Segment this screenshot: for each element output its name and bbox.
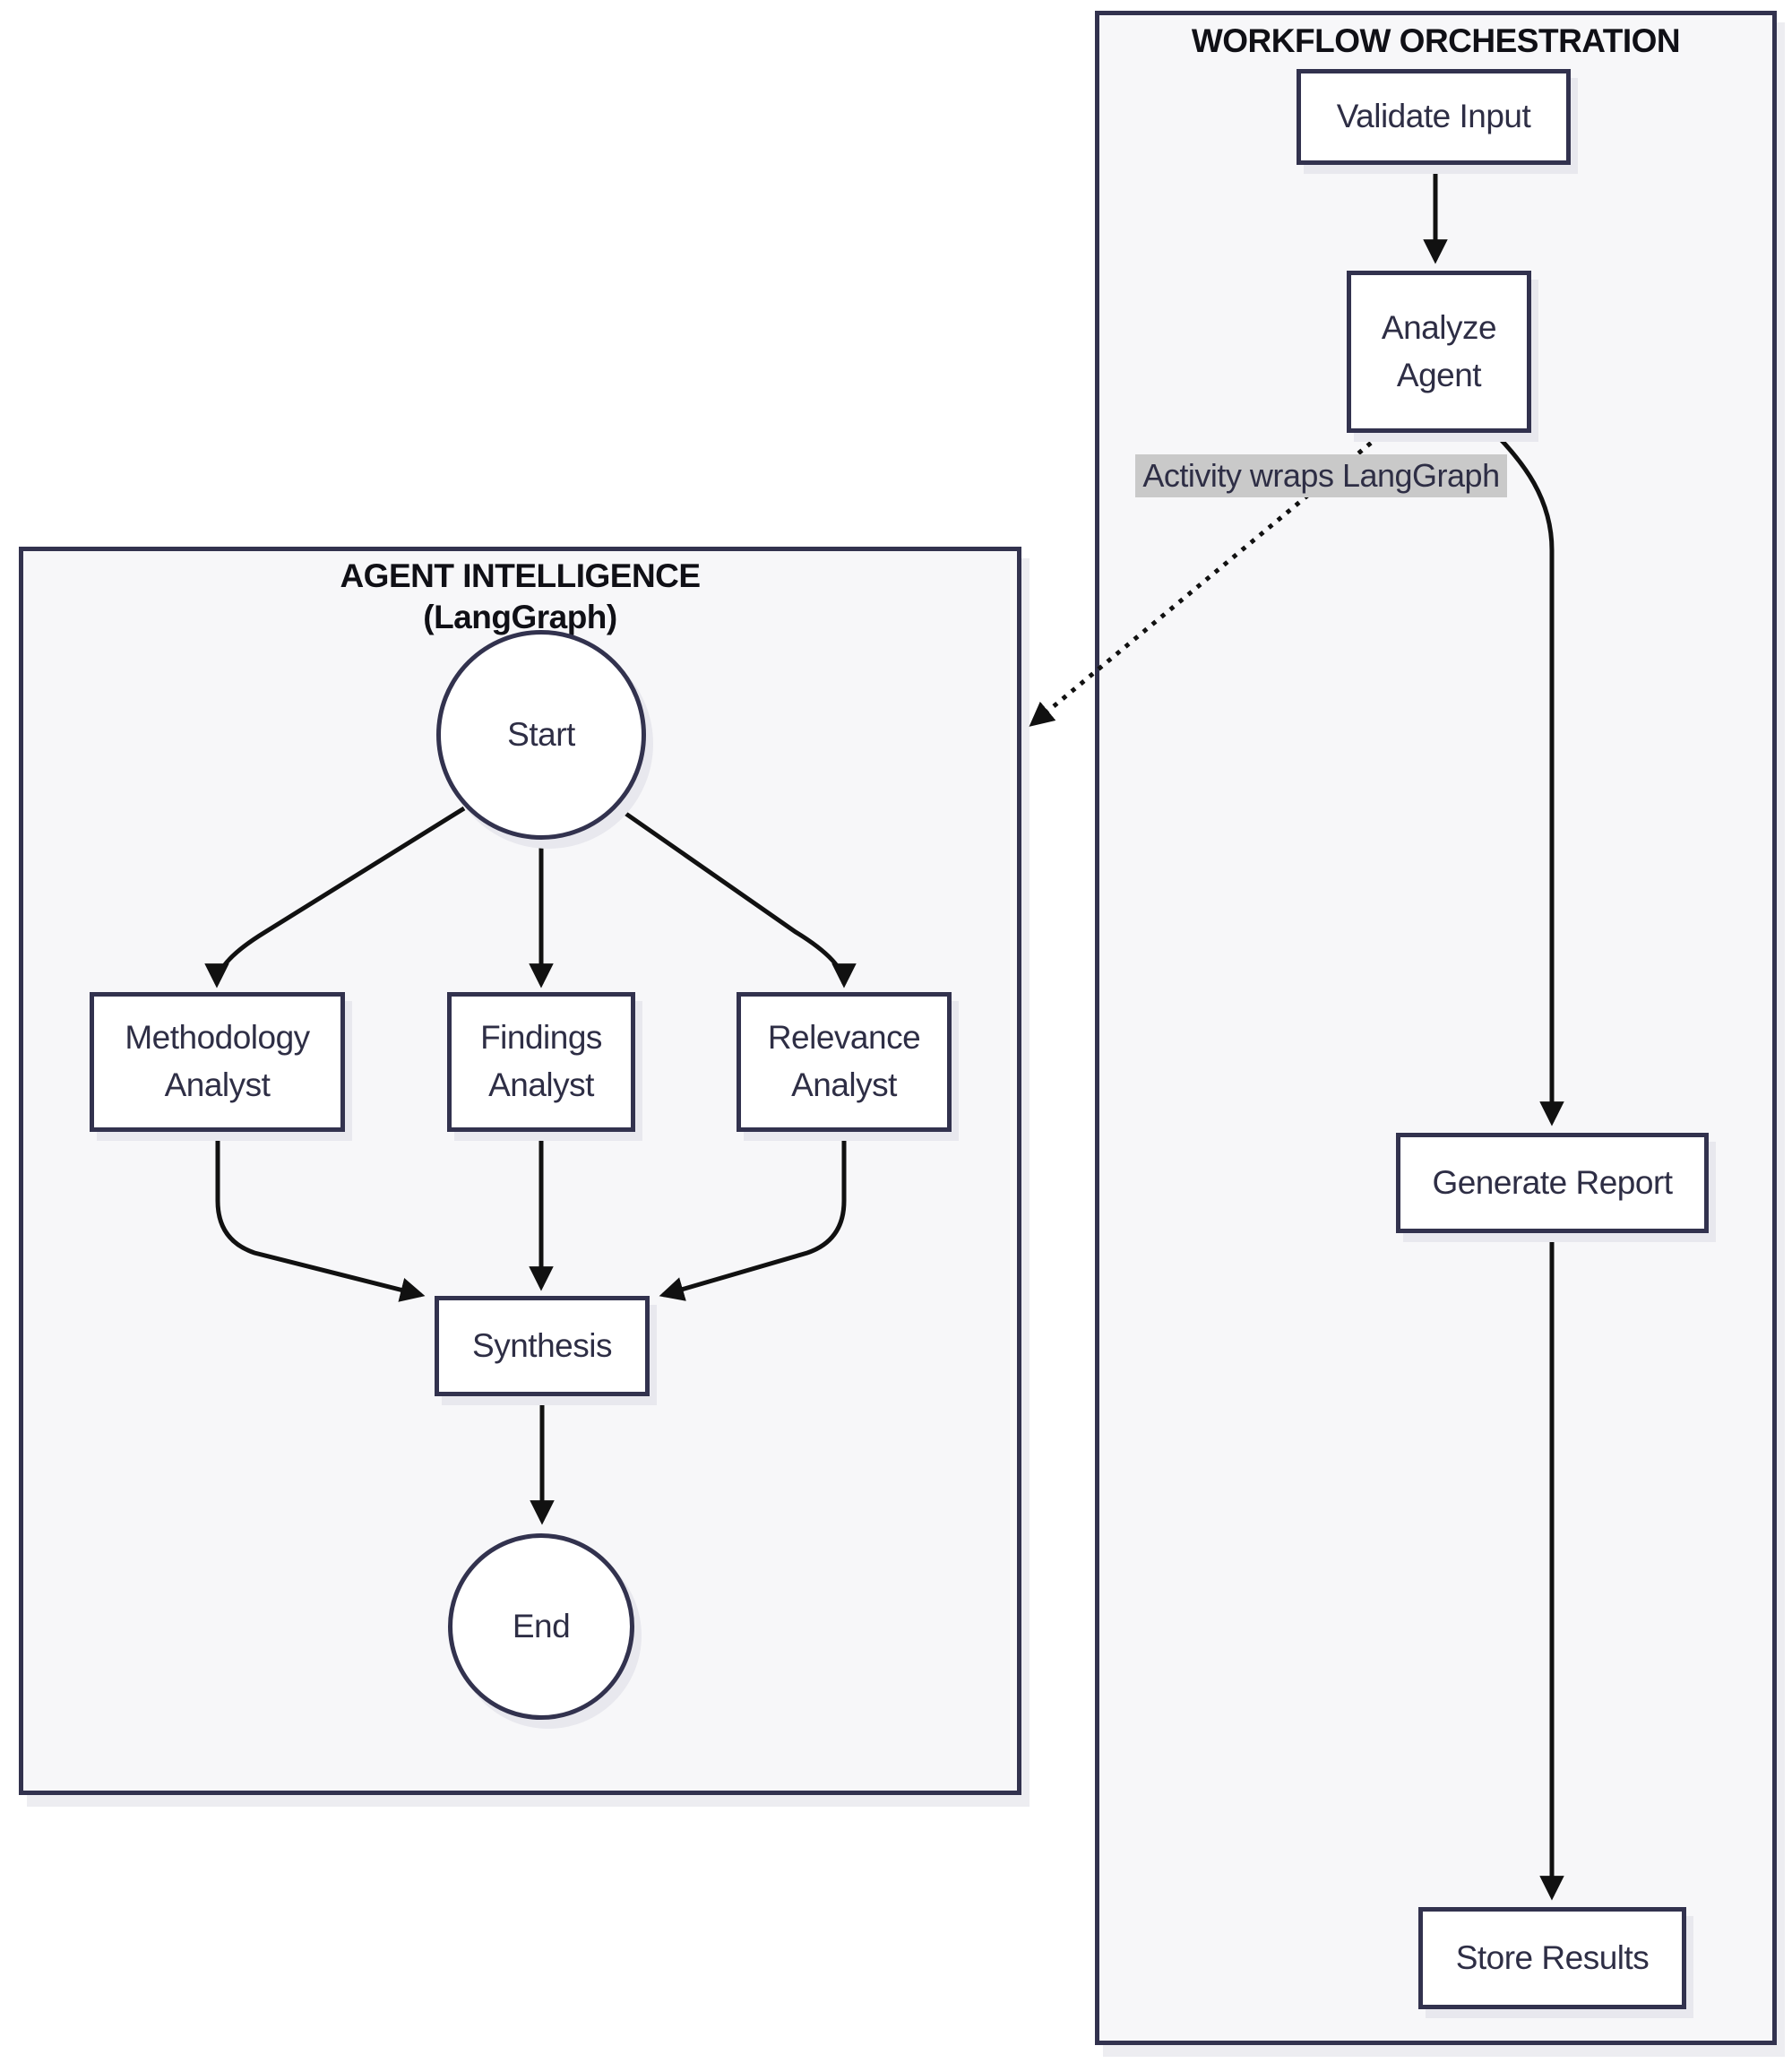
node-methodology-analyst-label-line1: Methodology xyxy=(125,1019,310,1057)
agent-intelligence-subtitle: (LangGraph) xyxy=(423,599,617,635)
node-relevance-analyst-label-line2: Analyst xyxy=(791,1066,897,1103)
node-analyze-agent: Analyze Agent xyxy=(1347,271,1531,433)
node-findings-analyst: Findings Analyst xyxy=(447,992,635,1132)
node-methodology-analyst-label-line2: Analyst xyxy=(164,1066,271,1103)
node-generate-report-label: Generate Report xyxy=(1432,1163,1673,1201)
edge-start-to-methodology xyxy=(204,806,466,988)
node-relevance-analyst-label-line1: Relevance xyxy=(767,1019,921,1057)
edge-start-to-relevance xyxy=(616,806,857,988)
node-findings-analyst-label-line1: Findings xyxy=(480,1019,602,1057)
agent-intelligence-title: AGENT INTELLIGENCE xyxy=(340,557,701,594)
node-synthesis: Synthesis xyxy=(435,1296,650,1396)
node-findings-analyst-label-line2: Analyst xyxy=(488,1066,594,1103)
node-relevance-analyst: Relevance Analyst xyxy=(737,992,952,1132)
node-start-label: Start xyxy=(507,715,575,753)
edge-relevance-to-synthesis xyxy=(659,1132,847,1301)
node-generate-report: Generate Report xyxy=(1396,1133,1709,1233)
node-analyze-agent-label-line2: Agent xyxy=(1396,356,1482,393)
node-validate-input: Validate Input xyxy=(1297,69,1571,165)
edge-methodology-to-synthesis xyxy=(215,1132,426,1302)
node-validate-input-label: Validate Input xyxy=(1336,98,1531,135)
edge-label-activity-wraps-langgraph: Activity wraps LangGraph xyxy=(1135,454,1507,497)
node-analyze-agent-label-line1: Analyze xyxy=(1381,308,1497,346)
edge-analyze-to-agent-intelligence-dotted xyxy=(1029,434,1382,727)
node-methodology-analyst: Methodology Analyst xyxy=(90,992,345,1132)
edge-analyze-to-generate xyxy=(1493,431,1564,1126)
node-synthesis-label: Synthesis xyxy=(472,1326,612,1364)
node-store-results: Store Results xyxy=(1418,1907,1686,2009)
node-store-results-label: Store Results xyxy=(1455,1938,1650,1976)
node-end-label: End xyxy=(512,1607,571,1644)
workflow-orchestration-title: WORKFLOW ORCHESTRATION xyxy=(1191,22,1681,59)
node-end: End xyxy=(448,1533,634,1720)
node-start: Start xyxy=(436,630,646,840)
